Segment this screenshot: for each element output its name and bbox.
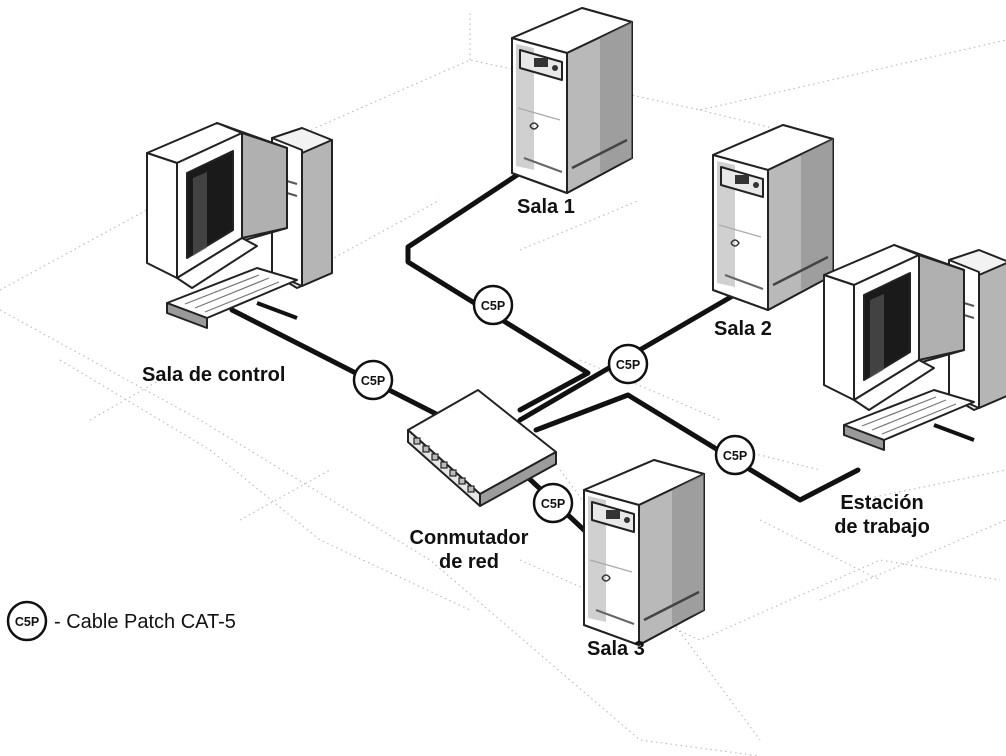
svg-text:C5P: C5P [361,374,385,388]
cable-badge-workstation: C5P [716,436,754,474]
label-sala1: Sala 1 [517,196,575,218]
server-sala3 [584,460,704,645]
label-workstation-line2: de trabajo [834,516,930,538]
network-switch [408,390,556,506]
svg-text:C5P: C5P [616,358,640,372]
svg-text:C5P: C5P [15,615,39,629]
label-switch-line1: Conmutador [410,527,529,549]
cable-badge-sala2: C5P [609,345,647,383]
legend-text: - Cable Patch CAT-5 [54,611,236,633]
svg-text:C5P: C5P [481,299,505,313]
server-sala2 [713,125,833,310]
svg-text:C5P: C5P [723,449,747,463]
label-switch-line2: de red [439,551,499,573]
server-sala1 [512,8,632,193]
legend-badge: C5P [8,602,46,640]
desktop-sala-control [147,123,332,328]
cable-badge-sala3: C5P [534,484,572,522]
cable-badge-control: C5P [354,361,392,399]
desktop-workstation [824,245,1006,450]
label-sala3: Sala 3 [587,638,645,660]
label-sala2: Sala 2 [714,318,772,340]
label-workstation-line1: Estación [840,492,923,514]
label-sala-control: Sala de control [142,364,285,386]
cable-badge-sala1: C5P [474,286,512,324]
svg-text:C5P: C5P [541,497,565,511]
legend: C5P - Cable Patch CAT-5 [8,602,236,640]
